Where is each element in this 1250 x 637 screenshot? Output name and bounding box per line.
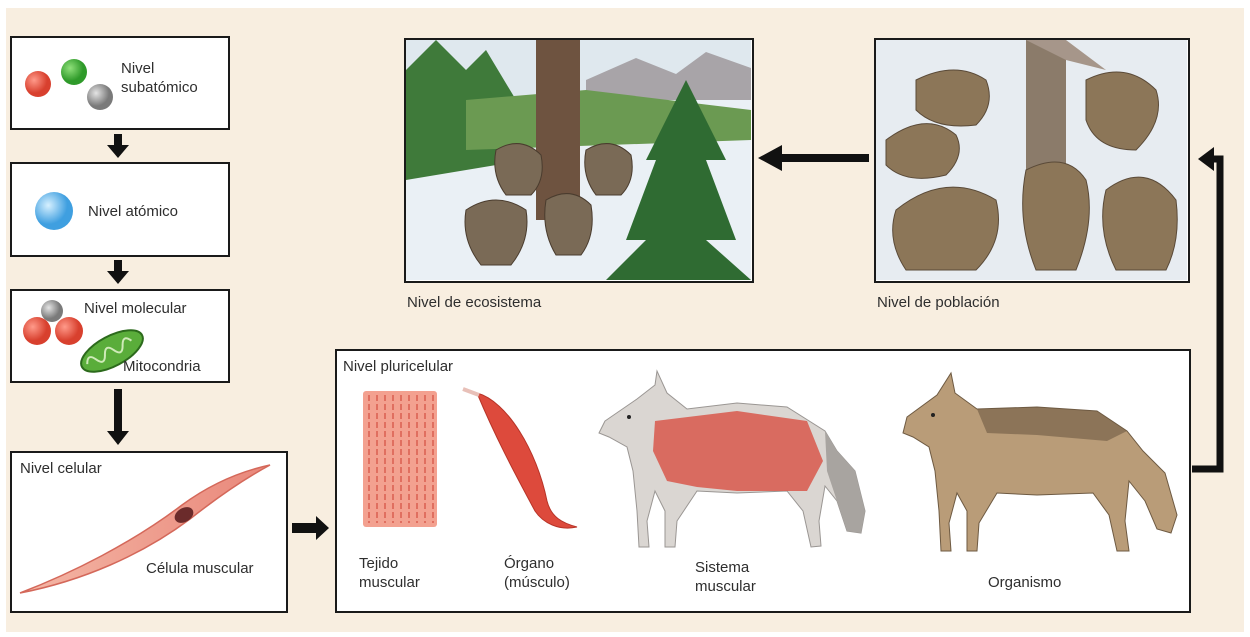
molecular-box: Nivel molecular Mitocondria	[10, 289, 230, 383]
subatomic-box: Nivel subatómico	[10, 36, 230, 130]
arrow-organism-to-population	[1190, 144, 1230, 480]
atom-sphere-icon	[35, 192, 73, 230]
particle-gray-icon	[87, 84, 113, 110]
subatomic-label: Nivel subatómico	[121, 59, 198, 97]
organ-label: Órgano (músculo)	[504, 554, 570, 592]
atomic-box: Nivel atómico	[10, 162, 230, 257]
arrow-down-1	[107, 134, 129, 160]
multicellular-box: Nivel pluricelular Tejido muscular Órgan…	[335, 349, 1191, 613]
ecosystem-box	[404, 38, 754, 283]
multicellular-illustration	[337, 351, 1188, 610]
atomic-label: Nivel atómico	[88, 202, 178, 221]
wolf-pack-population-icon	[876, 40, 1187, 280]
multicellular-label: Nivel pluricelular	[343, 357, 453, 376]
molecular-label: Nivel molecular	[84, 299, 187, 318]
tissue-label: Tejido muscular	[359, 554, 420, 592]
mitochondria-label: Mitocondria	[123, 357, 201, 376]
muscle-cell-label: Célula muscular	[146, 559, 254, 578]
population-box	[874, 38, 1190, 283]
cellular-label: Nivel celular	[20, 459, 102, 478]
cellular-box: Nivel celular Célula muscular	[10, 451, 288, 613]
wolf-organism-icon	[903, 373, 1177, 551]
muscle-tissue-icon	[363, 391, 437, 527]
arrow-down-3	[107, 389, 129, 447]
molecule-icon	[23, 300, 83, 345]
muscle-organ-icon	[463, 389, 577, 528]
forest-ecosystem-icon	[406, 40, 751, 280]
arrow-down-2	[107, 260, 129, 286]
system-label: Sistema muscular	[695, 558, 756, 596]
population-label: Nivel de población	[877, 293, 1000, 312]
particle-green-icon	[61, 59, 87, 85]
arrow-population-to-ecosystem	[758, 145, 870, 171]
arrow-right-1	[292, 516, 330, 540]
wolf-muscular-system-icon	[599, 371, 865, 547]
ecosystem-label: Nivel de ecosistema	[407, 293, 541, 312]
organism-label: Organismo	[988, 573, 1061, 592]
particle-red-icon	[25, 71, 51, 97]
